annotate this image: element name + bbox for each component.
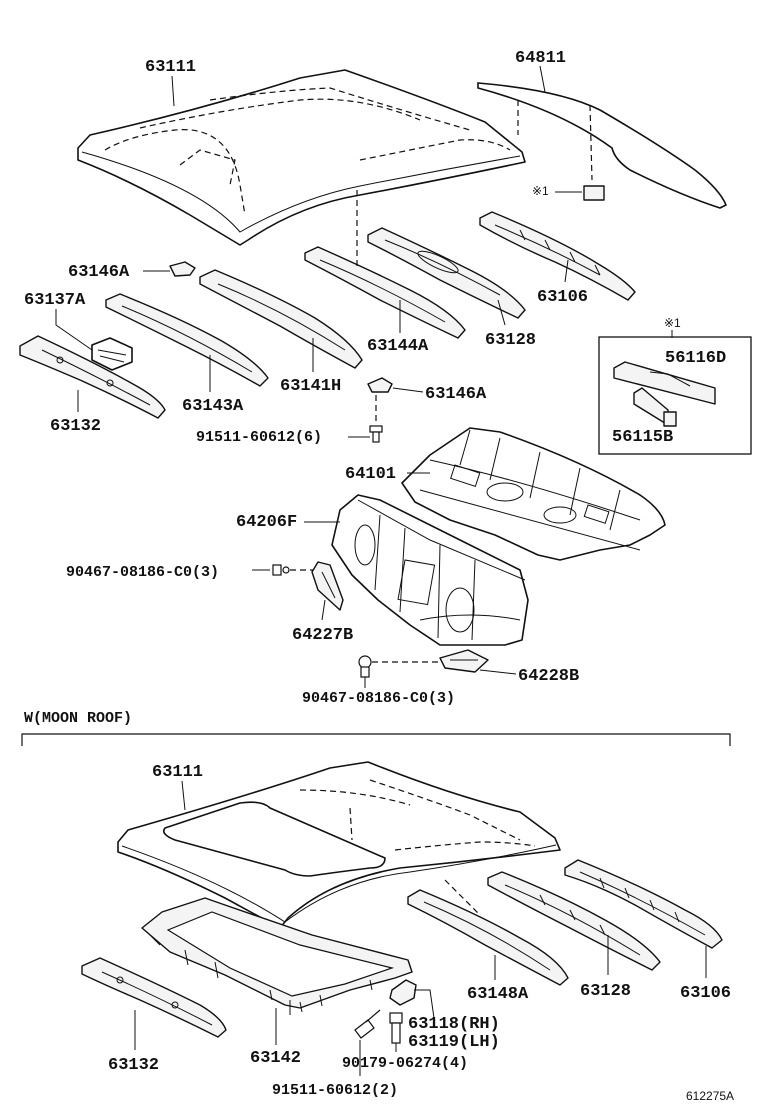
box-ref: ※1	[664, 316, 681, 330]
roof-bow-63141H	[199, 269, 363, 369]
clip-90467-b-icon	[358, 655, 372, 678]
label-63119: 63119(LH)	[408, 1033, 500, 1052]
label-56116D: 56116D	[665, 349, 726, 368]
label-63142: 63142	[250, 1049, 301, 1068]
label-64206F: 64206F	[236, 513, 297, 532]
rear-rail-63106-top	[479, 211, 636, 301]
label-64811: 64811	[515, 49, 566, 68]
rear-bulkhead-64206F	[331, 494, 529, 646]
label-63141H: 63141H	[280, 377, 341, 396]
plate-56116D	[613, 361, 716, 405]
bolt-91511-top-icon	[369, 425, 383, 443]
bracket-64228B	[439, 649, 489, 673]
section-bracket	[21, 733, 731, 746]
bracket-63118-63119	[389, 979, 417, 1006]
bracket-64227B	[311, 561, 344, 611]
label-63128-top: 63128	[485, 331, 536, 350]
sunroof-frame-63142	[141, 897, 413, 1015]
label-63146A-right: 63146A	[425, 385, 487, 404]
clip-90467-a-icon	[252, 564, 290, 576]
roof-bow-63128-top	[367, 227, 526, 319]
label-clip-90179: 90179-06274(4)	[342, 1055, 468, 1072]
label-63106-bottom: 63106	[680, 984, 731, 1003]
label-63144A: 63144A	[367, 337, 429, 356]
rear-rail-63106-bottom	[564, 859, 723, 949]
bracket-63146A-left	[169, 261, 196, 277]
roof-panel-63111-bottom	[117, 761, 561, 929]
label-63132-top: 63132	[50, 417, 101, 436]
plate-56115B	[633, 387, 669, 426]
spacer-tab	[583, 185, 605, 201]
label-63128-bottom: 63128	[580, 982, 631, 1001]
label-clip-90467-b: 90467-08186-C0(3)	[302, 690, 455, 707]
label-63148A: 63148A	[467, 985, 529, 1004]
label-63146A-left: 63146A	[68, 263, 130, 282]
label-63137A: 63137A	[24, 291, 86, 310]
label-63143A: 63143A	[182, 397, 244, 416]
label-63132-bottom: 63132	[108, 1056, 159, 1075]
clip-56115B	[663, 411, 677, 427]
bracket-63146A-right	[367, 377, 393, 393]
bolt-91511-bottom-icon	[354, 1009, 381, 1039]
roof-panel-63111-top	[77, 69, 526, 246]
front-header-63132-bottom	[81, 957, 227, 1038]
label-63111-bottom: 63111	[152, 763, 203, 782]
roof-bow-63128-bottom	[487, 871, 661, 971]
label-64227B: 64227B	[292, 626, 353, 645]
section-moon-roof-label: W(MOON ROOF)	[24, 710, 132, 727]
roof-bow-63144A	[304, 246, 466, 339]
label-63111-top: 63111	[145, 58, 196, 77]
detail-box	[598, 336, 752, 455]
figure-code: 612275A	[686, 1089, 734, 1103]
rear-window-glass-64811	[477, 82, 728, 209]
roof-bow-63143A	[105, 293, 269, 387]
package-tray-64101	[401, 427, 666, 561]
label-bolt-91511-bottom: 91511-60612(2)	[272, 1082, 398, 1099]
label-56115B: 56115B	[612, 428, 673, 447]
note-ref-top: ※1	[532, 184, 549, 198]
label-63118: 63118(RH)	[408, 1015, 500, 1034]
label-clip-90467-a: 90467-08186-C0(3)	[66, 564, 219, 581]
label-bolt-91511-top: 91511-60612(6)	[196, 429, 322, 446]
label-63106-top: 63106	[537, 288, 588, 307]
roof-bow-63148A	[407, 889, 569, 986]
label-64101: 64101	[345, 465, 396, 484]
nut-90179-icon	[389, 1012, 403, 1044]
label-64228B: 64228B	[518, 667, 579, 686]
front-header-63132-top	[19, 335, 166, 419]
